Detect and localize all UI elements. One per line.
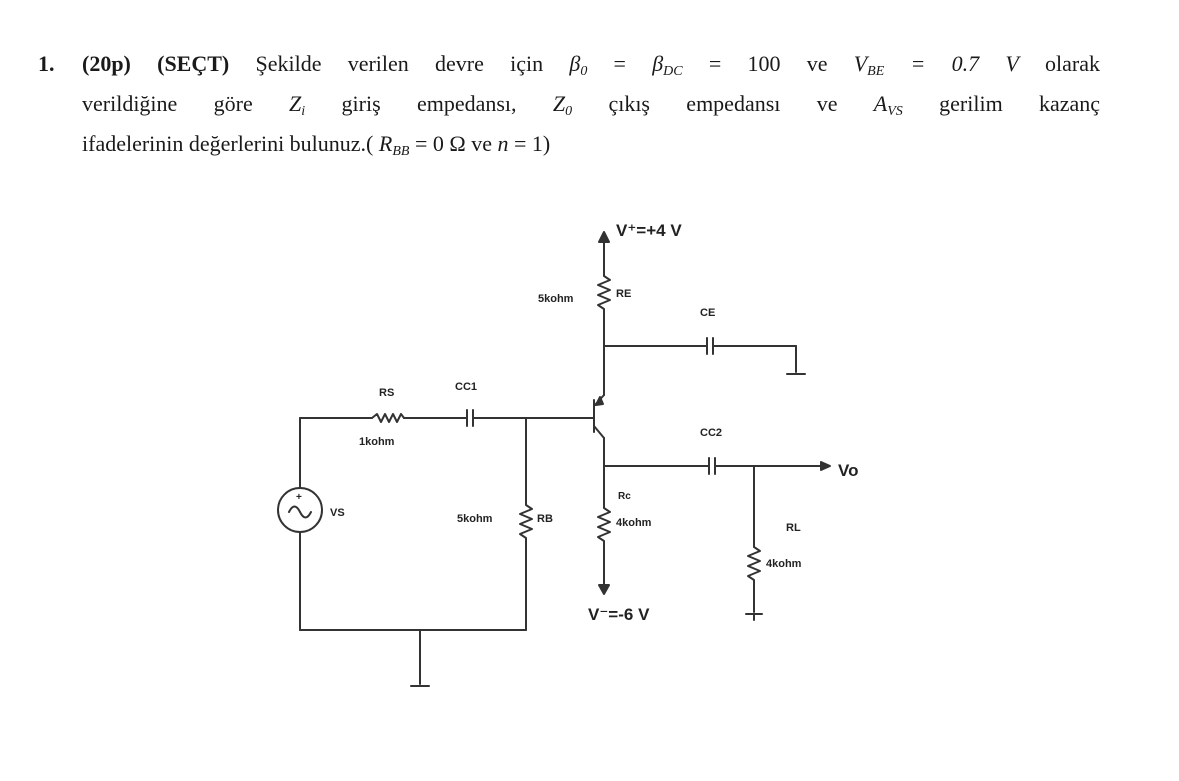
question-olarak: olarak <box>1045 51 1100 76</box>
text-segment: giriş empedansı, <box>341 91 517 116</box>
text-segment: = 0 Ω ve <box>409 131 498 156</box>
rs-name: RS <box>379 387 394 399</box>
rc-name: Rc <box>618 491 631 502</box>
rb-name: RB <box>537 513 553 525</box>
vs-label: VS <box>330 507 345 519</box>
beta-zero: β0 <box>569 51 588 79</box>
question-number: 1. <box>38 51 55 76</box>
vminus-terminal <box>598 584 610 595</box>
n-symbol: n <box>497 131 509 156</box>
vminus-label: V⁻=-6 V <box>588 605 650 624</box>
rl-value: 4kohm <box>766 558 802 570</box>
rl-resistor <box>747 539 761 613</box>
question-text: 1. (20p) (SEÇT) Şekilde verilen devre içi… <box>38 44 1100 164</box>
question-line-3: ifadelerinin değerlerini bulunuz.( RBB =… <box>38 124 1100 164</box>
question-points: (20p) <box>82 51 131 76</box>
zi-symbol: Zi <box>289 91 306 119</box>
question-tag: (SEÇT) <box>157 51 230 76</box>
vplus-arrow <box>598 231 610 243</box>
rc-value: 4kohm <box>616 517 652 529</box>
rl-name: RL <box>786 522 801 534</box>
text-segment: verildiğine göre <box>82 91 253 116</box>
text-segment: = 1) <box>508 131 551 156</box>
rs-value: 1kohm <box>359 436 395 448</box>
vs-plus-sign: + <box>296 492 302 503</box>
avs-symbol: AVS <box>873 91 903 119</box>
vo-label: Vo <box>838 461 858 480</box>
text-segment: gerilim kazanç <box>939 91 1101 116</box>
question-intro: Şekilde verilen devre için <box>255 51 544 76</box>
rb-resistor <box>519 499 533 631</box>
rc-resistor <box>597 499 611 589</box>
re-name: RE <box>616 288 631 300</box>
text-segment: çıkış empedansı ve <box>608 91 838 116</box>
zo-symbol: Z0 <box>552 91 573 119</box>
text-segment: ifadelerinin değerlerini bulunuz.( <box>82 131 374 156</box>
re-value: 5kohm <box>538 293 574 305</box>
cc2-name: CC2 <box>700 427 722 439</box>
beta-dc: βDC <box>652 51 683 79</box>
re-resistor <box>597 261 611 323</box>
transistor-collector-leg <box>593 425 605 439</box>
equals-sign: = <box>587 51 653 76</box>
rb-value: 5kohm <box>457 513 493 525</box>
vs-sine-icon <box>288 505 312 519</box>
beta-value: = 100 <box>682 51 807 76</box>
conjunction: ve <box>806 51 828 76</box>
vbe-symbol: VBE <box>853 51 885 79</box>
question-line-2: verildiğine göre Zi giriş empedansı, Z0 … <box>38 84 1100 124</box>
vo-arrow <box>820 461 831 471</box>
vplus-label: V⁺=+4 V <box>616 221 682 240</box>
ce-name: CE <box>700 307 715 319</box>
cc1-name: CC1 <box>455 381 477 393</box>
vbe-value: = 0.7 V <box>884 51 1019 76</box>
question-line-1: 1. (20p) (SEÇT) Şekilde verilen devre içi… <box>38 44 1100 84</box>
transistor-emitter-arrow <box>595 396 604 406</box>
rbb-symbol: RBB <box>378 131 410 159</box>
rs-resistor <box>371 413 405 423</box>
